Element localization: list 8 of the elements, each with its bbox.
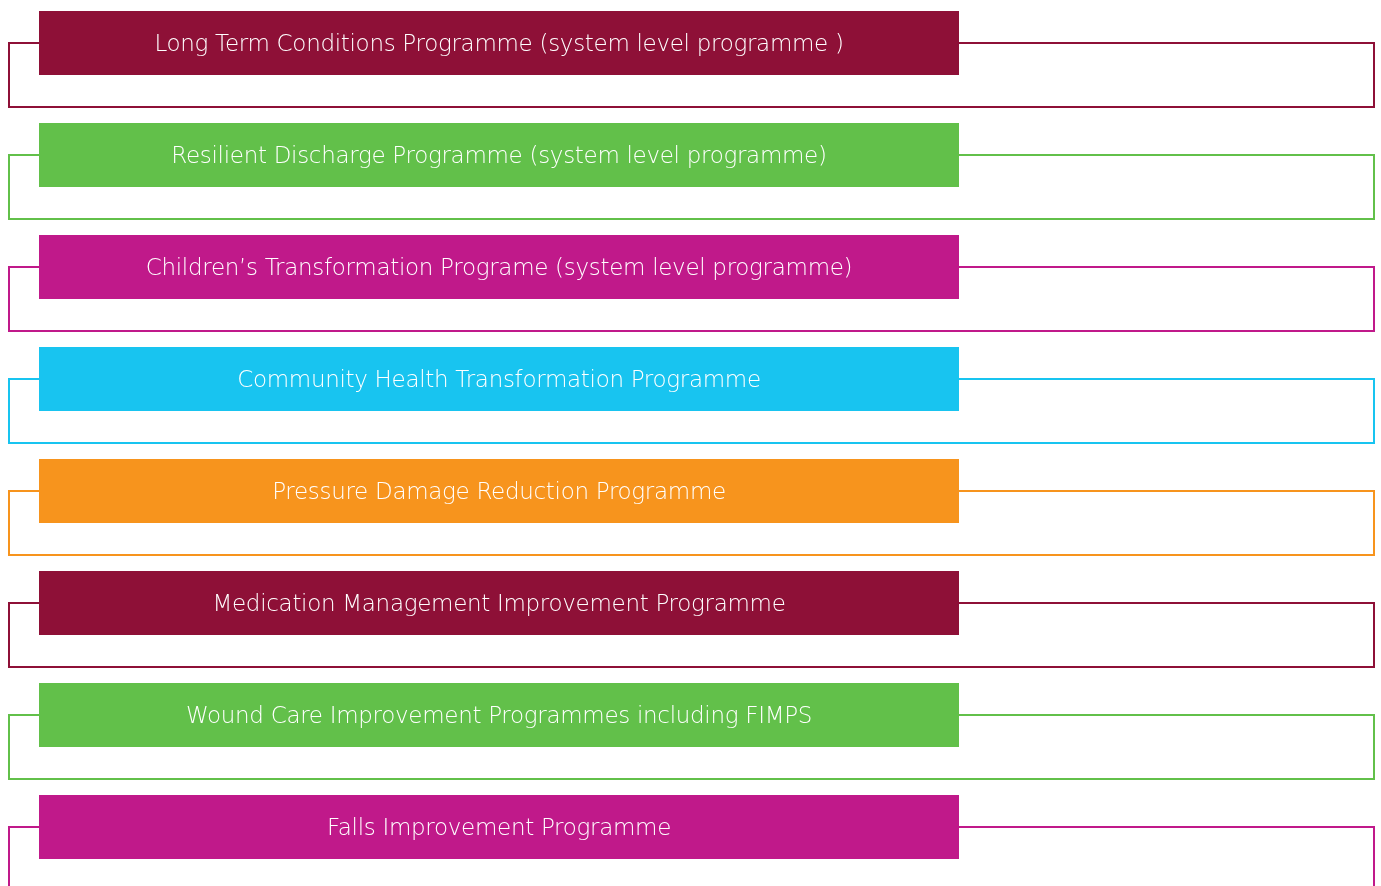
programme-header: Children’s Transformation Programe (system level programme) — [39, 235, 959, 299]
programme-header: Community Health Transformation Programme — [39, 347, 959, 411]
programme-header: Medication Management Improvement Programme — [39, 571, 959, 635]
programme-header: Long Term Conditions Programme (system level programme ) — [39, 11, 959, 75]
programme-header: Wound Care Improvement Programmes including FIMPS — [39, 683, 959, 747]
programme-header: Resilient Discharge Programme (system level programme) — [39, 123, 959, 187]
programme-header: Falls Improvement Programme — [39, 795, 959, 859]
programme-header: Pressure Damage Reduction Programme — [39, 459, 959, 523]
